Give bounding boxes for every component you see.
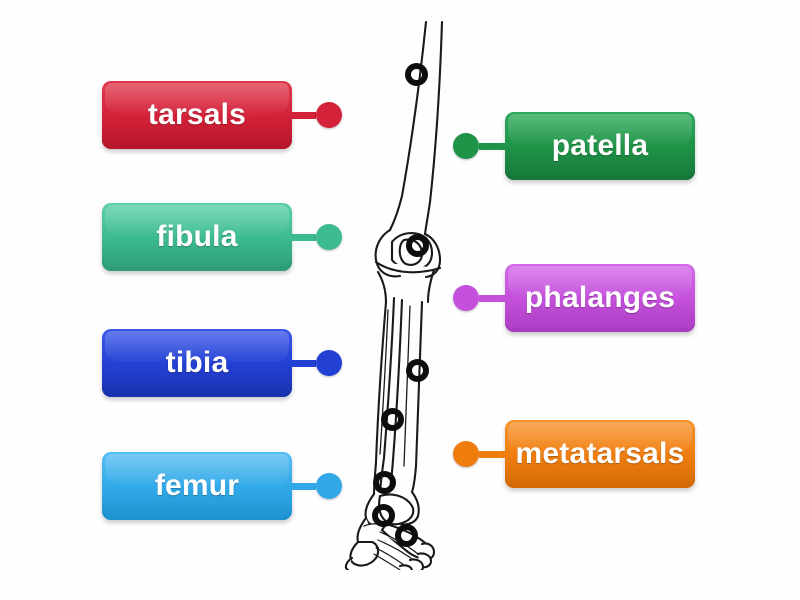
label-item-tibia[interactable]: tibia xyxy=(102,329,342,397)
target-knee-patella[interactable] xyxy=(406,234,429,257)
connector-stem-phalanges xyxy=(479,294,505,302)
label-item-phalanges[interactable]: phalanges xyxy=(453,264,695,332)
label-chip-tarsals[interactable]: tarsals xyxy=(102,81,292,149)
label-text-tibia: tibia xyxy=(165,346,229,379)
connector-stem-fibula xyxy=(290,233,316,241)
label-chip-metatarsals[interactable]: metatarsals xyxy=(505,420,695,488)
label-text-femur: femur xyxy=(154,469,240,502)
label-chip-femur[interactable]: femur xyxy=(102,452,292,520)
label-text-fibula: fibula xyxy=(156,220,238,253)
connector-knob-femur[interactable] xyxy=(316,473,342,499)
connector-stem-patella xyxy=(479,142,505,150)
connector-femur xyxy=(290,473,342,499)
label-text-tarsals: tarsals xyxy=(147,98,247,131)
connector-knob-patella[interactable] xyxy=(453,133,479,159)
target-fibula-shaft[interactable] xyxy=(381,408,404,431)
connector-phalanges xyxy=(453,285,505,311)
connector-knob-tibia[interactable] xyxy=(316,350,342,376)
connector-stem-tarsals xyxy=(290,111,316,119)
label-item-metatarsals[interactable]: metatarsals xyxy=(453,420,695,488)
target-metatarsals[interactable] xyxy=(372,504,395,527)
label-text-patella: patella xyxy=(551,129,649,162)
connector-knob-phalanges[interactable] xyxy=(453,285,479,311)
target-tibia-shaft[interactable] xyxy=(406,359,429,382)
connector-metatarsals xyxy=(453,441,505,467)
connector-patella xyxy=(453,133,505,159)
label-item-tarsals[interactable]: tarsals xyxy=(102,81,342,149)
label-text-phalanges: phalanges xyxy=(524,281,676,314)
label-chip-phalanges[interactable]: phalanges xyxy=(505,264,695,332)
target-phalanges[interactable] xyxy=(395,524,418,547)
connector-knob-metatarsals[interactable] xyxy=(453,441,479,467)
target-femur-shaft[interactable] xyxy=(405,63,428,86)
connector-knob-tarsals[interactable] xyxy=(316,102,342,128)
label-item-fibula[interactable]: fibula xyxy=(102,203,342,271)
label-text-metatarsals: metatarsals xyxy=(515,437,685,470)
connector-stem-femur xyxy=(290,482,316,490)
connector-stem-tibia xyxy=(290,359,316,367)
connector-knob-fibula[interactable] xyxy=(316,224,342,250)
connector-tibia xyxy=(290,350,342,376)
label-chip-tibia[interactable]: tibia xyxy=(102,329,292,397)
label-item-patella[interactable]: patella xyxy=(453,112,695,180)
label-item-femur[interactable]: femur xyxy=(102,452,342,520)
connector-stem-metatarsals xyxy=(479,450,505,458)
label-chip-fibula[interactable]: fibula xyxy=(102,203,292,271)
connector-tarsals xyxy=(290,102,342,128)
label-chip-patella[interactable]: patella xyxy=(505,112,695,180)
target-tarsals[interactable] xyxy=(373,471,396,494)
connector-fibula xyxy=(290,224,342,250)
